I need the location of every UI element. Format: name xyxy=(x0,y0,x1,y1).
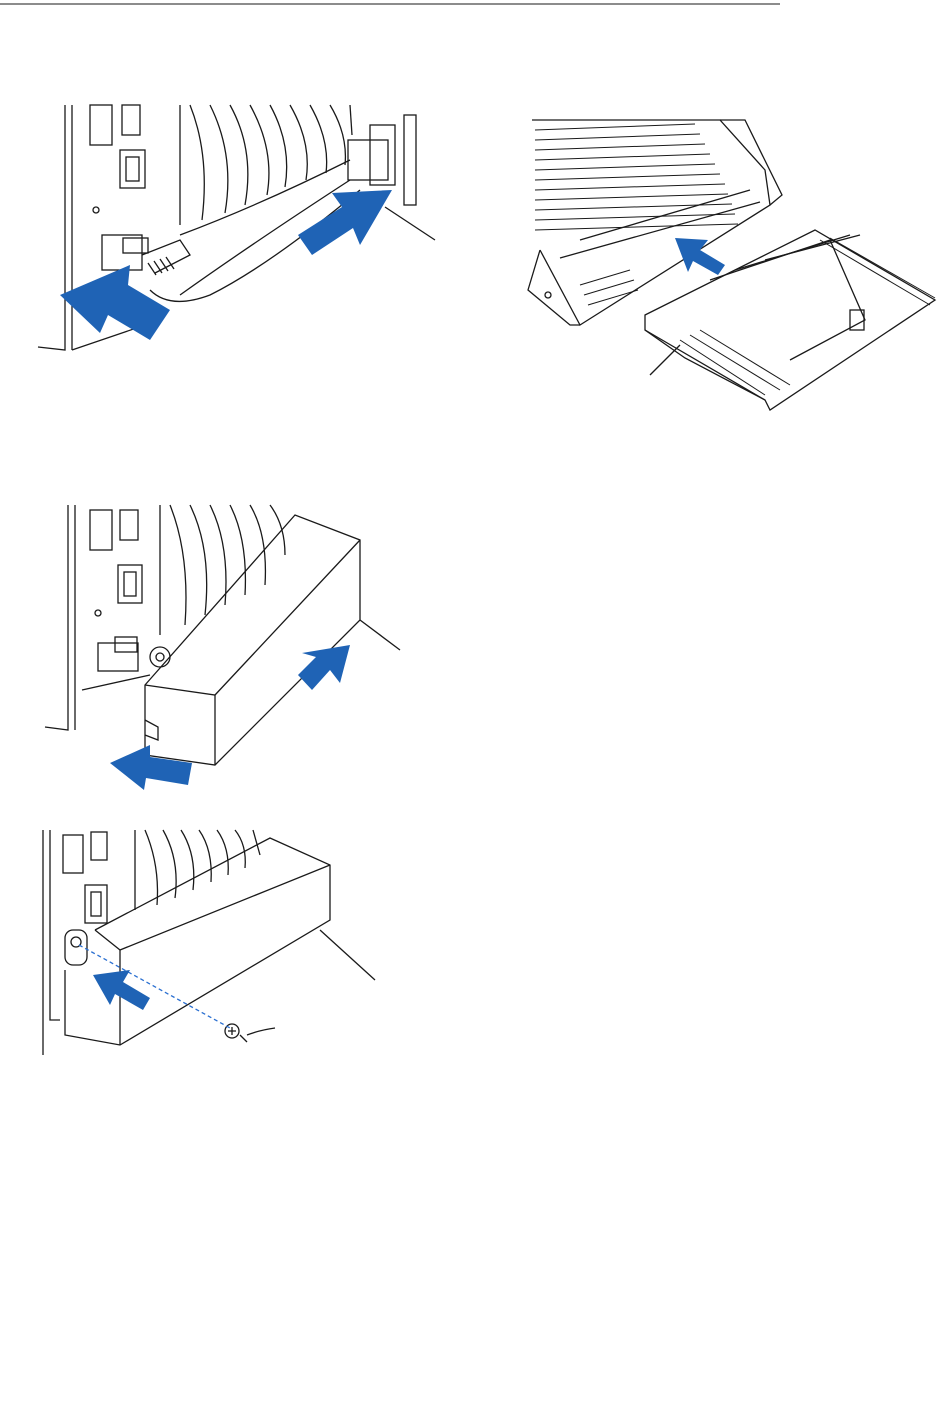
arrow-icon xyxy=(298,190,392,255)
figure-fasten-screw xyxy=(35,820,385,1065)
connect-cable-illustration xyxy=(30,95,450,365)
arrow-icon xyxy=(298,645,350,690)
insert-tray-illustration xyxy=(520,110,940,420)
arrow-icon xyxy=(93,970,150,1010)
arrow-icon xyxy=(60,265,170,340)
figure-connect-cable xyxy=(30,95,450,365)
fasten-screw-illustration xyxy=(35,820,385,1065)
header-rule xyxy=(0,0,950,12)
figure-insert-tray xyxy=(520,110,940,420)
arrow-icon xyxy=(110,745,192,790)
attach-cover-illustration xyxy=(40,495,410,795)
figure-attach-cover xyxy=(40,495,410,795)
arrow-icon xyxy=(675,238,725,275)
